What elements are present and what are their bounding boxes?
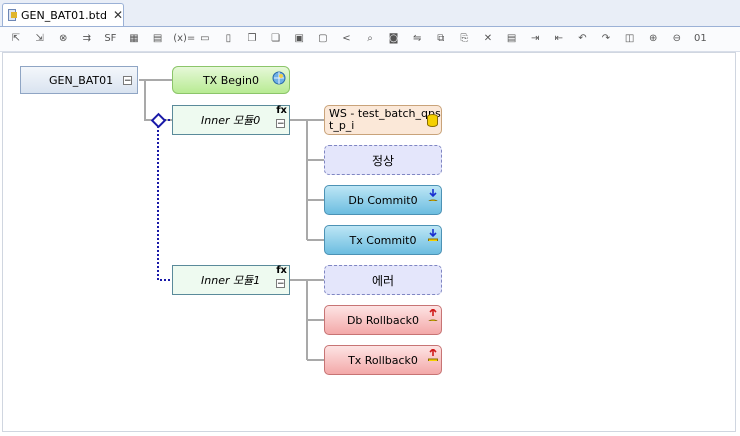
editor-tab[interactable]: GEN_BAT01.btd ✕ (2, 3, 124, 26)
page-icon[interactable]: ▤ (506, 33, 517, 44)
binary-icon[interactable]: 01 (694, 33, 707, 44)
assign-icon[interactable]: ⇉ (82, 33, 91, 44)
box-icon[interactable]: ▭ (200, 33, 210, 44)
doc-icon[interactable]: ▯ (225, 33, 232, 44)
inner-module-1[interactable]: Inner 모듈1 fx − (172, 265, 290, 295)
branch-connector (157, 126, 172, 281)
doc-plus-icon[interactable]: ▣ (294, 33, 304, 44)
grid2-icon[interactable]: ▤ (152, 33, 163, 44)
back-arrow-icon[interactable]: < (342, 33, 351, 44)
collapse-root-icon[interactable]: − (123, 76, 132, 86)
database-icon (427, 114, 438, 127)
search-icon[interactable]: ⌕ (367, 33, 373, 44)
delete-icon[interactable]: ✕ (483, 33, 493, 44)
doc-copy-icon[interactable]: ❐ (247, 33, 257, 44)
fx-icon: fx (276, 105, 287, 116)
paste-icon[interactable]: ⎘ (460, 33, 469, 44)
collapse-inner1-icon[interactable]: − (276, 279, 285, 289)
tx-commit-icon (428, 229, 438, 241)
copy-icon[interactable]: ⧉ (437, 33, 445, 44)
normal-condition-node[interactable]: 정상 (324, 145, 442, 175)
layout-icon[interactable]: ◫ (624, 33, 635, 44)
tx-rollback-node[interactable]: Tx Rollback0 (324, 345, 442, 375)
root-label: GEN_BAT01 (49, 73, 114, 87)
db-commit-label: Db Commit0 (348, 193, 418, 207)
normal-label: 정상 (371, 153, 395, 168)
db-commit-icon (428, 189, 438, 201)
inner-module-0-label: Inner 모듈0 (201, 114, 261, 127)
fx-icon: fx (276, 265, 287, 276)
db-rollback-label: Db Rollback0 (346, 313, 420, 327)
globe-icon (272, 71, 286, 85)
add-start-icon[interactable]: ⇱ (11, 33, 21, 44)
editor-toolbar: ⇱ ⇲ ⊗ ⇉ SF ▦ ▤ (x)= ▭ ▯ ❐ ❏ ▣ ▢ < ⌕ ◙ ⇋ ⧉ ⎘ ✕ ▤ ⇥ ⇤ ↶ ↷ ◫ ⊕ ⊖ 01 (0, 27, 740, 52)
db-rollback-node[interactable]: Db Rollback0 (324, 305, 442, 335)
inner-module-0[interactable]: Inner 모듈0 fx − (172, 105, 290, 135)
tx-begin-label: TX Begin0 (202, 73, 260, 87)
undo-icon[interactable]: ↶ (578, 33, 587, 44)
link-icon[interactable]: ⇋ (412, 33, 422, 44)
doc-paste-icon[interactable]: ❏ (271, 33, 281, 44)
error-label: 에러 (371, 273, 395, 288)
redo-icon[interactable]: ↷ (601, 33, 611, 44)
variable-icon[interactable]: (x)= (173, 33, 196, 44)
sql-label-line1: WS - test_batch_qps (329, 107, 441, 120)
zoom-in-icon[interactable]: ⊕ (648, 33, 658, 44)
file-icon (8, 9, 18, 21)
tx-commit-node[interactable]: Tx Commit0 (324, 225, 442, 255)
tx-rollback-icon (428, 349, 438, 361)
sql-node[interactable]: WS - test_batch_qps t_p_i (324, 105, 442, 135)
root-node[interactable]: GEN_BAT01 − (20, 66, 138, 94)
zoom-out-icon[interactable]: ⊖ (672, 33, 681, 44)
cancel-icon[interactable]: ⊗ (58, 33, 68, 44)
export-icon[interactable]: ⇥ (530, 33, 540, 44)
tx-commit-label: Tx Commit0 (349, 233, 417, 247)
add-block-icon[interactable]: ⇲ (35, 33, 44, 44)
inner-module-1-label: Inner 모듈1 (201, 274, 261, 287)
tx-begin-node[interactable]: TX Begin0 (172, 66, 290, 94)
close-tab-icon[interactable]: ✕ (112, 8, 123, 22)
collapse-inner0-icon[interactable]: − (276, 119, 285, 129)
service-flow-icon[interactable]: SF (104, 33, 117, 44)
tx-rollback-label: Tx Rollback0 (348, 353, 418, 367)
db-rollback-icon (428, 309, 438, 321)
editor-tab-bar: GEN_BAT01.btd ✕ (0, 0, 740, 27)
db-commit-node[interactable]: Db Commit0 (324, 185, 442, 215)
sql-label-line2: t_p_i (329, 119, 355, 132)
import-icon[interactable]: ⇤ (554, 33, 563, 44)
tab-title: GEN_BAT01.btd (21, 8, 107, 22)
doc-lock-icon[interactable]: ▢ (318, 33, 328, 44)
grid-icon[interactable]: ▦ (129, 33, 139, 44)
database-icon[interactable]: ◙ (388, 33, 399, 44)
error-condition-node[interactable]: 에러 (324, 265, 442, 295)
